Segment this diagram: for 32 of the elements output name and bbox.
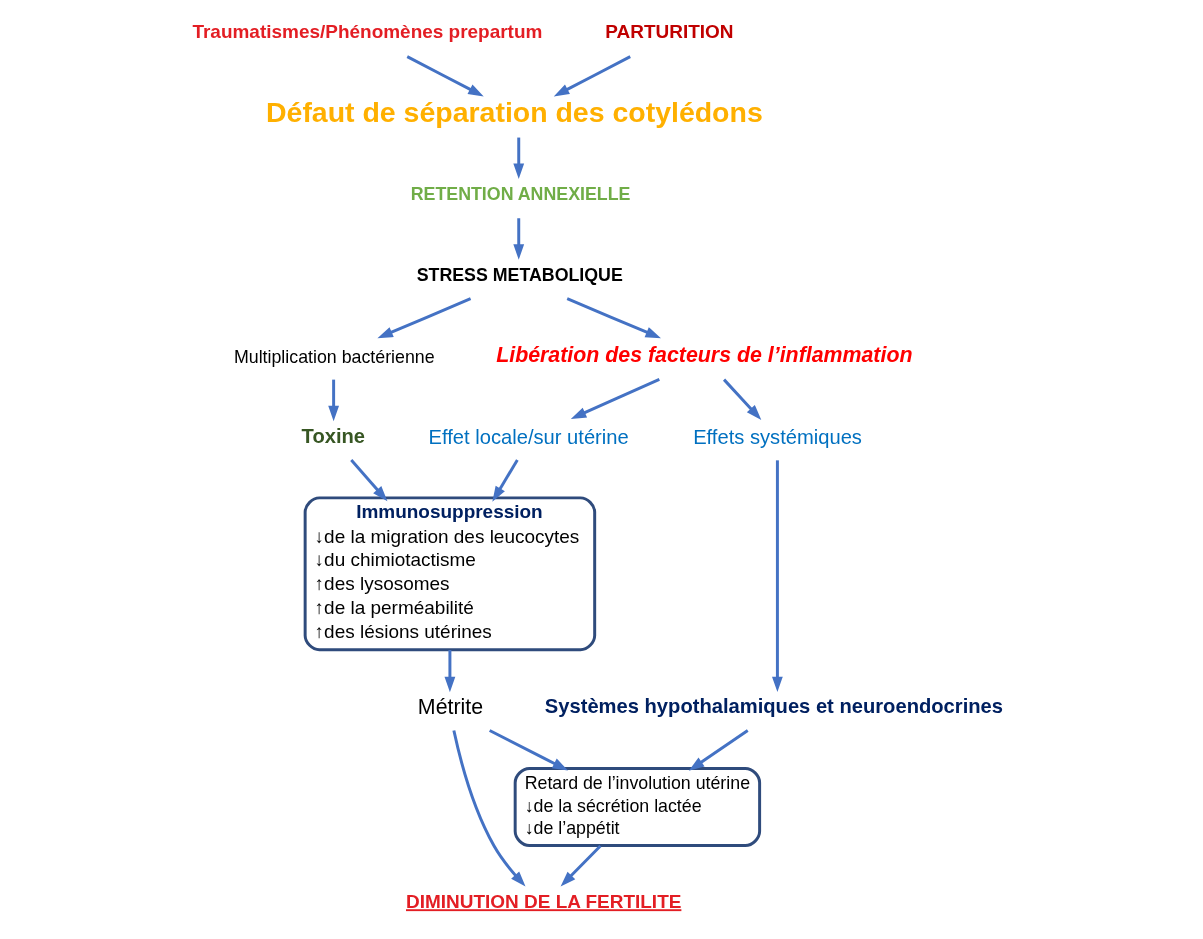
node-text: Libération des facteurs de l’inflammation [496, 342, 913, 367]
node-text: STRESS METABOLIQUE [416, 264, 623, 285]
node-text: PARTURITION [605, 20, 734, 42]
arrow [688, 728, 749, 771]
node-text: Défaut de séparation des cotylédons [265, 95, 763, 128]
arrow [377, 296, 472, 338]
node-text: Systèmes hypothalamiques et neuroendocrines [544, 694, 1003, 717]
node-text: Traumatismes/Phénomènes prepartum [192, 20, 543, 42]
arrow [566, 296, 661, 338]
arrow [452, 729, 526, 886]
arrow [570, 377, 660, 419]
arrow [444, 649, 456, 692]
node-text: Multiplication bactérienne [233, 346, 435, 367]
node-text: Effet locale/sur utérine [428, 425, 629, 448]
arrow [489, 728, 568, 770]
arrow [722, 378, 762, 420]
node-text: Métrite [417, 694, 484, 719]
arrow [513, 137, 525, 179]
arrow [492, 458, 519, 502]
arrow [513, 217, 525, 260]
arrow [406, 54, 484, 96]
arrow [772, 459, 783, 692]
node-text: Effets systémiques [693, 425, 862, 448]
node-text: DIMINUTION DE LA FERTILITE [406, 890, 682, 912]
node-text: Toxine [301, 424, 366, 447]
node-box: Immunosuppression ↓de la migration des leucocytes ↓du chimiotactisme ↑des lysosomes ↑de la perméabilité ↑des lésions utérines [303, 495, 597, 651]
node-box: Retard de l’involution utérine ↓de la sécrétion lactée ↓de l’appétit [513, 766, 762, 847]
arrow [350, 458, 388, 501]
arrow [560, 844, 602, 886]
node-text: RETENTION ANNEXIELLE [410, 183, 631, 204]
arrow [328, 379, 340, 421]
arrow [553, 54, 631, 96]
